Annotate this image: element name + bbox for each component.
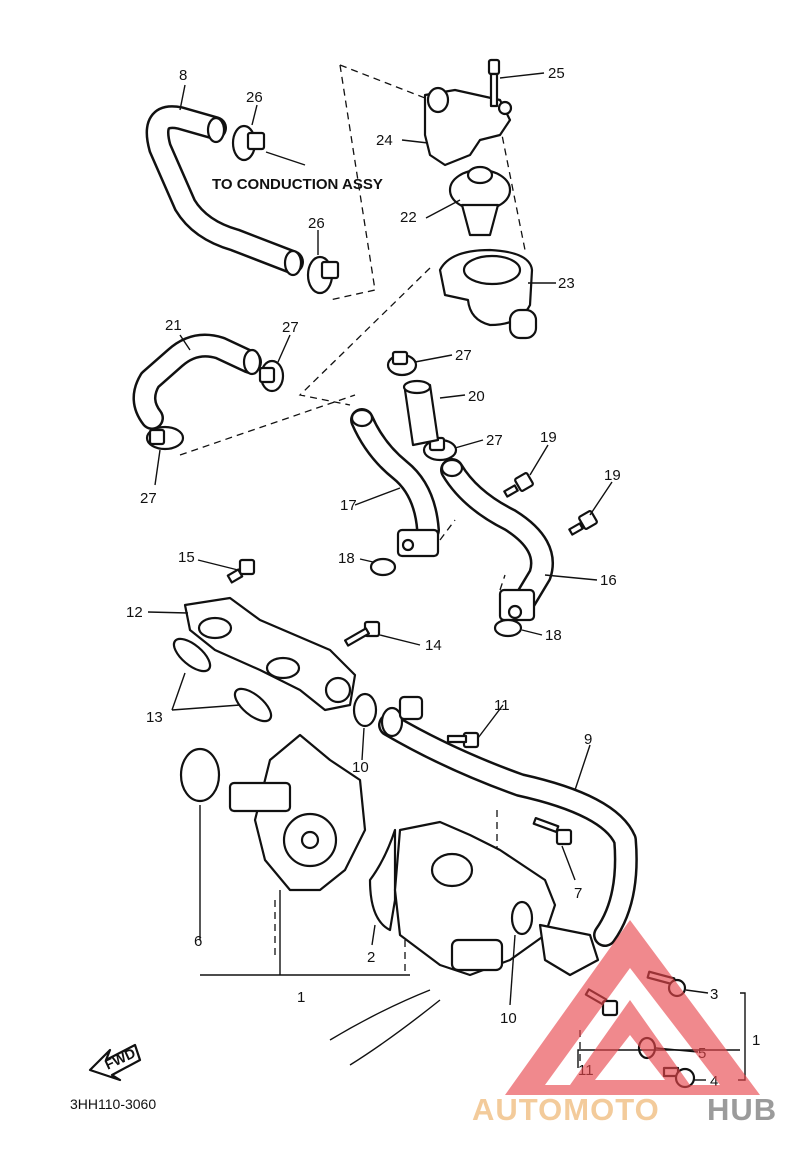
callout-24: 24 <box>376 132 393 149</box>
outlet-fitting <box>538 923 600 977</box>
callout-12: 12 <box>126 604 143 621</box>
callout-27-b: 27 <box>140 490 157 507</box>
diagram-code: 3HH110-3060 <box>70 1096 156 1112</box>
callout-27-c: 27 <box>455 347 472 364</box>
o-ring-10-a <box>352 692 378 728</box>
bolt-11-a <box>446 731 480 749</box>
callout-16: 16 <box>600 572 617 589</box>
pipe-17 <box>350 408 440 558</box>
bolt-7 <box>532 816 573 846</box>
callout-23: 23 <box>558 275 575 292</box>
bolt-15 <box>226 558 256 584</box>
pipe-9 <box>378 695 638 947</box>
clamp-27-b <box>145 425 185 451</box>
bolt-14 <box>344 620 381 647</box>
callout-27-d: 27 <box>486 432 503 449</box>
leader-lines <box>147 72 746 1081</box>
callout-27-a: 27 <box>282 319 299 336</box>
thermostat-22 <box>448 165 512 237</box>
watermark-text-hub: HUB <box>707 1092 777 1127</box>
callout-21: 21 <box>165 317 182 334</box>
callout-22: 22 <box>400 209 417 226</box>
callout-25: 25 <box>548 65 565 82</box>
o-ring-18-b <box>493 618 523 638</box>
callout-18-a: 18 <box>338 550 355 567</box>
gasket-2 <box>368 828 397 932</box>
thermostat-housing-23 <box>438 248 538 340</box>
callout-10-b: 10 <box>500 1010 517 1027</box>
watermark-text-automoto: AUTOMOTO <box>472 1092 660 1127</box>
callout-8: 8 <box>179 67 187 84</box>
bolt-19-b <box>568 510 598 536</box>
engine-outline <box>329 989 441 1066</box>
callout-labels: 8 26 26 25 24 22 23 21 27 27 27 20 27 19… <box>126 65 760 1090</box>
callout-20: 20 <box>468 388 485 405</box>
o-ring-10-b <box>510 900 534 936</box>
callout-2: 2 <box>367 949 375 966</box>
automotohub-watermark: AUTOMOTO HUB <box>472 920 777 1127</box>
callout-13: 13 <box>146 709 163 726</box>
water-pump-housing <box>393 820 557 977</box>
callout-7: 7 <box>574 885 582 902</box>
clamp-26-upper <box>231 124 266 162</box>
callout-19-a: 19 <box>540 429 557 446</box>
clamp-27-c <box>386 350 418 377</box>
o-ring-6 <box>179 747 221 803</box>
callout-11-a: 11 <box>494 697 510 714</box>
watermark-triangle-icon <box>505 920 760 1095</box>
callout-10-a: 10 <box>352 759 369 776</box>
manifold-12 <box>183 596 357 712</box>
hose-8 <box>145 105 304 277</box>
gasket-13-a <box>172 637 212 673</box>
bolt-25 <box>487 58 501 108</box>
callout-17: 17 <box>340 497 357 514</box>
o-ring-18-a <box>369 557 397 577</box>
callout-26-b: 26 <box>308 215 325 232</box>
caption-to-conduction-assy: TO CONDUCTION ASSY <box>212 176 383 193</box>
clamp-27-a <box>258 359 285 393</box>
callout-14: 14 <box>425 637 442 654</box>
callout-19-b: 19 <box>604 467 621 484</box>
bolt-19-a <box>503 472 534 498</box>
hose-21 <box>132 333 262 430</box>
callout-18-b: 18 <box>545 627 562 644</box>
hose-20 <box>402 379 440 447</box>
callout-1: 1 <box>297 989 305 1006</box>
callout-1-b: 1 <box>752 1032 760 1049</box>
thermostat-cover-24 <box>423 86 513 167</box>
pipe-16 <box>440 458 554 622</box>
fwd-arrow-icon: FWD <box>88 1043 142 1082</box>
water-pump-impeller <box>228 733 367 892</box>
gasket-13-b <box>233 687 273 723</box>
callout-9: 9 <box>584 731 592 748</box>
callout-3: 3 <box>710 986 718 1003</box>
clamp-26-lower <box>306 255 340 295</box>
callout-15: 15 <box>178 549 195 566</box>
callout-6: 6 <box>194 933 202 950</box>
callout-4: 4 <box>710 1073 718 1090</box>
callout-26-a: 26 <box>246 89 263 106</box>
